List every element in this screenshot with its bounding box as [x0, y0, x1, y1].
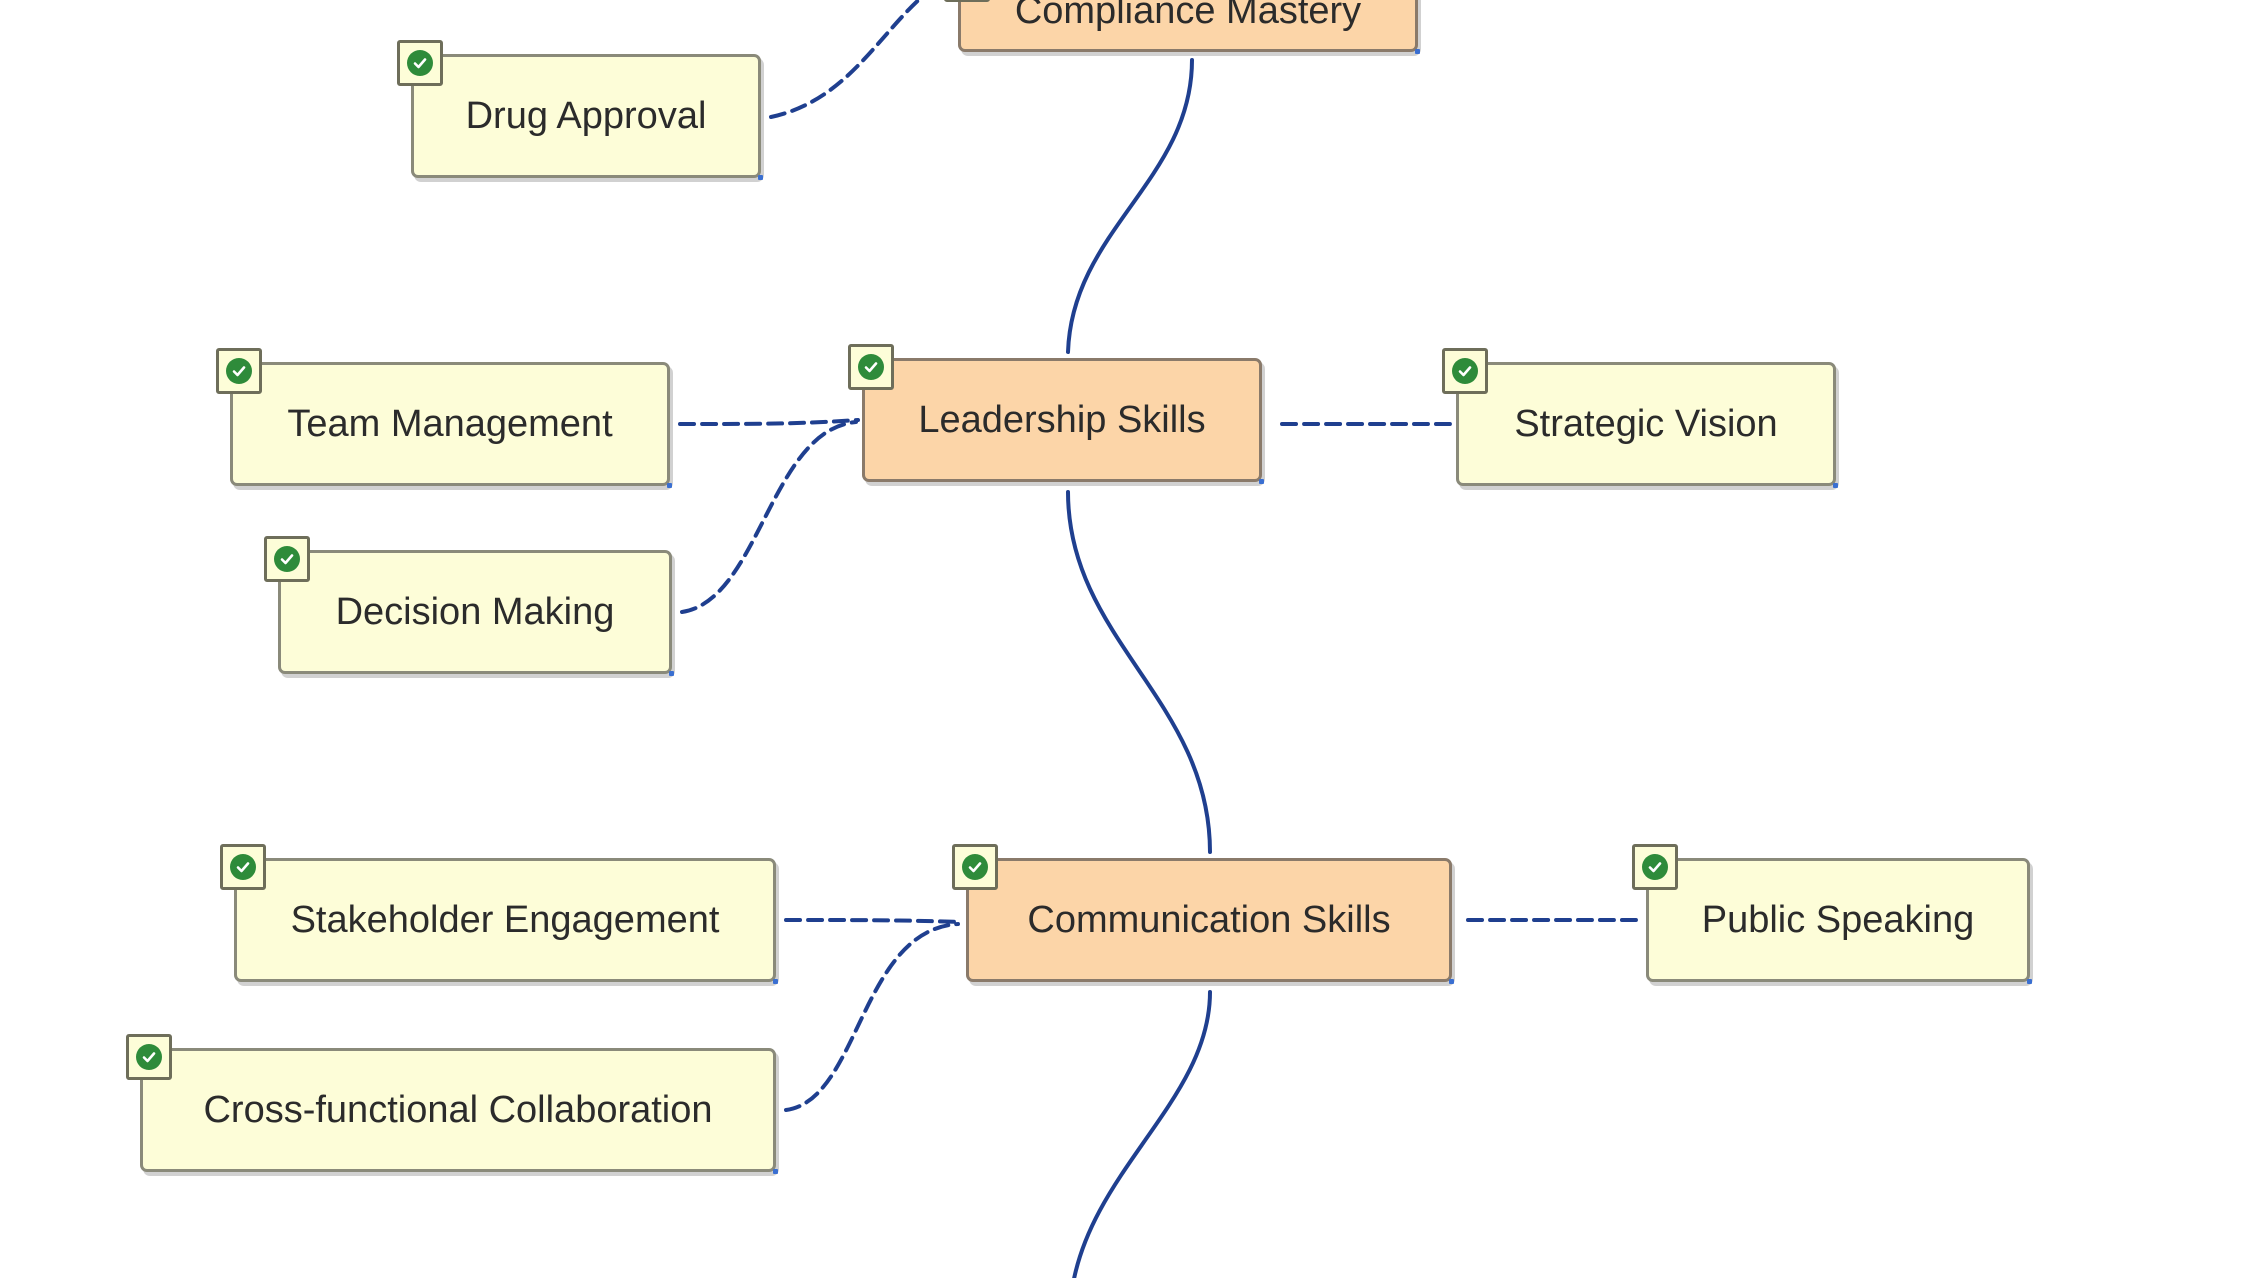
- status-badge[interactable]: [1442, 348, 1488, 394]
- node-label: Decision Making: [335, 590, 615, 633]
- connector-drug-to-compliance: [769, 0, 922, 119]
- resize-handle[interactable]: [1259, 479, 1264, 484]
- node-label: Team Management: [287, 402, 613, 445]
- check-circle-icon: [136, 1044, 162, 1070]
- status-badge[interactable]: [264, 536, 310, 582]
- node-leadership[interactable]: Leadership Skills: [862, 358, 1262, 482]
- node-public[interactable]: Public Speaking: [1646, 858, 2030, 982]
- node-stakeholder[interactable]: Stakeholder Engagement: [234, 858, 776, 982]
- node-drug[interactable]: Drug Approval: [411, 54, 761, 178]
- connector-communication-to-next: [1072, 990, 1212, 1278]
- check-circle-icon: [858, 354, 884, 380]
- status-badge[interactable]: [216, 348, 262, 394]
- connector-stakeholder-to-communication: [784, 918, 962, 924]
- status-badge[interactable]: [1632, 844, 1678, 890]
- connector-compliance-to-leadership: [1066, 58, 1194, 354]
- node-strategic[interactable]: Strategic Vision: [1456, 362, 1836, 486]
- node-decision[interactable]: Decision Making: [278, 550, 672, 674]
- node-label: Public Speaking: [1701, 898, 1975, 941]
- resize-handle[interactable]: [773, 979, 778, 984]
- connector-leadership-to-communication: [1066, 490, 1212, 854]
- resize-handle[interactable]: [2027, 979, 2032, 984]
- status-badge[interactable]: [126, 1034, 172, 1080]
- check-circle-icon: [230, 854, 256, 880]
- node-team[interactable]: Team Management: [230, 362, 670, 486]
- connector-decision-to-leadership: [680, 420, 858, 614]
- resize-handle[interactable]: [667, 483, 672, 488]
- connector-team-to-leadership: [678, 418, 860, 426]
- check-circle-icon: [226, 358, 252, 384]
- status-badge[interactable]: [848, 344, 894, 390]
- connector-crossfunc-to-communication: [784, 922, 960, 1112]
- node-label: Stakeholder Engagement: [290, 898, 720, 941]
- node-crossfunc[interactable]: Cross-functional Collaboration: [140, 1048, 776, 1172]
- node-label: Drug Approval: [465, 94, 707, 137]
- check-circle-icon: [407, 50, 433, 76]
- resize-handle[interactable]: [1833, 483, 1838, 488]
- node-label: Compliance Mastery: [1014, 0, 1362, 32]
- node-label: Cross-functional Collaboration: [203, 1088, 713, 1131]
- node-compliance[interactable]: Compliance Mastery: [958, 0, 1418, 52]
- check-circle-icon: [1452, 358, 1478, 384]
- resize-handle[interactable]: [758, 175, 763, 180]
- node-label: Strategic Vision: [1514, 402, 1778, 445]
- check-circle-icon: [962, 854, 988, 880]
- status-badge[interactable]: [952, 844, 998, 890]
- resize-handle[interactable]: [1449, 979, 1454, 984]
- node-label: Leadership Skills: [918, 398, 1206, 441]
- resize-handle[interactable]: [1415, 49, 1420, 54]
- check-circle-icon: [1642, 854, 1668, 880]
- status-badge[interactable]: [944, 0, 990, 2]
- status-badge[interactable]: [397, 40, 443, 86]
- status-badge[interactable]: [220, 844, 266, 890]
- check-circle-icon: [274, 546, 300, 572]
- resize-handle[interactable]: [669, 671, 674, 676]
- node-label: Communication Skills: [1027, 898, 1391, 941]
- resize-handle[interactable]: [773, 1169, 778, 1174]
- node-communication[interactable]: Communication Skills: [966, 858, 1452, 982]
